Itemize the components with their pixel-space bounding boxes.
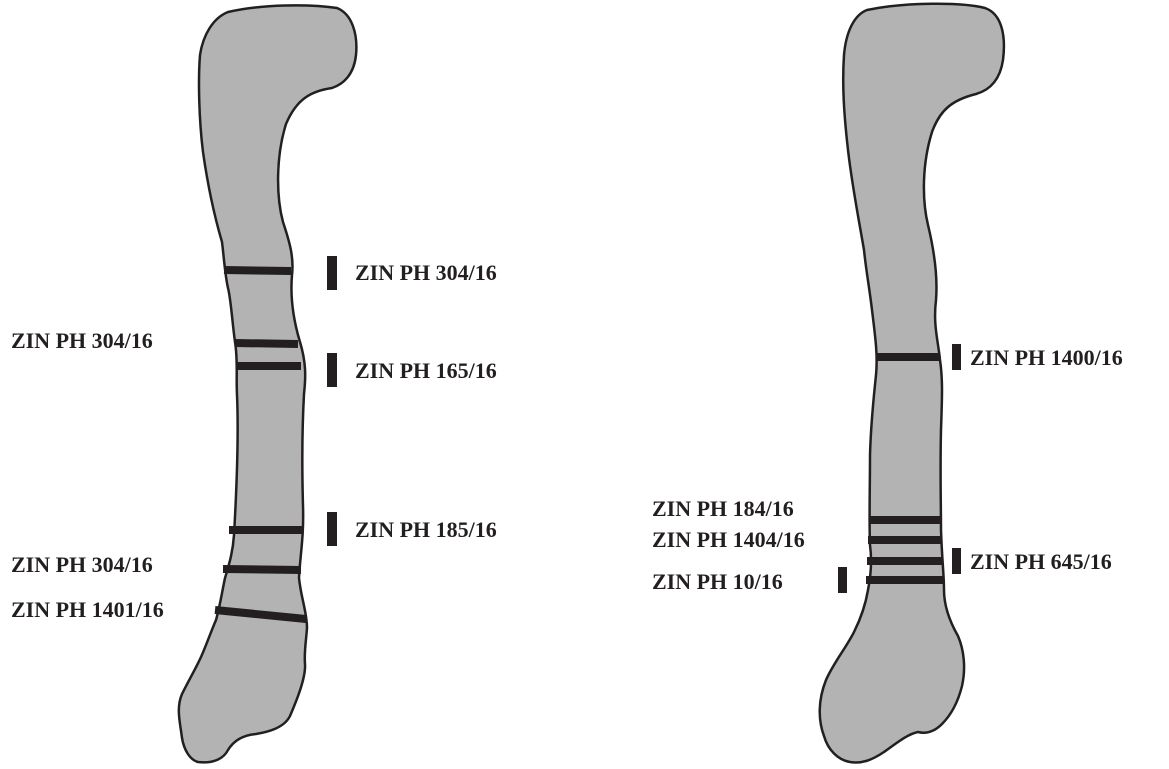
left-section-band-2 — [235, 343, 298, 344]
left-indicator-bar-2 — [327, 353, 337, 387]
right-label-2: ZIN PH 184/16 — [652, 496, 794, 521]
right-bone-outline — [820, 4, 1004, 763]
left-indicator-bar-3 — [327, 512, 337, 546]
right-label-1: ZIN PH 1400/16 — [970, 345, 1123, 370]
left-label-1: ZIN PH 304/16 — [355, 260, 497, 285]
left-label-6: ZIN PH 1401/16 — [11, 597, 164, 622]
left-section-band-1 — [224, 270, 291, 271]
left-indicator-bar-1 — [327, 256, 337, 290]
right-indicator-bar-1 — [952, 344, 961, 370]
right-indicator-bar-2 — [952, 548, 961, 574]
left-bone-group: ZIN PH 304/16 ZIN PH 304/16 ZIN PH 165/1… — [11, 5, 497, 762]
right-label-4: ZIN PH 645/16 — [970, 549, 1112, 574]
left-label-3: ZIN PH 165/16 — [355, 358, 497, 383]
left-section-band-5 — [223, 569, 301, 570]
right-label-5: ZIN PH 10/16 — [652, 569, 783, 594]
right-indicator-bar-3 — [838, 567, 847, 593]
right-label-3: ZIN PH 1404/16 — [652, 527, 805, 552]
left-label-2: ZIN PH 304/16 — [11, 328, 153, 353]
right-bone-group: ZIN PH 1400/16 ZIN PH 184/16 ZIN PH 1404… — [652, 4, 1123, 763]
left-label-5: ZIN PH 304/16 — [11, 552, 153, 577]
left-label-4: ZIN PH 185/16 — [355, 517, 497, 542]
